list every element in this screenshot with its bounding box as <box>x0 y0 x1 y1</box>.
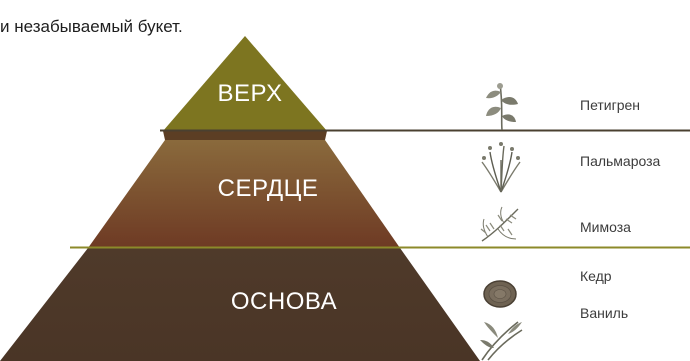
tier-label-top: ВЕРХ <box>150 80 350 108</box>
ingredient-label-palmarosa: Пальмароза <box>580 153 660 169</box>
pyramid-tier-heart <box>163 131 327 140</box>
petitgrain-sprig-icon <box>482 80 522 132</box>
tier-label-base: ОСНОВА <box>184 288 384 316</box>
ingredient-label-petitgrain: Петигрен <box>580 97 640 113</box>
tier-label-heart: СЕРДЦЕ <box>168 175 368 203</box>
palmarosa-grass-icon <box>478 140 524 194</box>
ingredient-label-vanilla: Ваниль <box>580 305 628 321</box>
ingredient-label-cedar: Кедр <box>580 268 612 284</box>
mimosa-branch-icon <box>478 205 522 245</box>
ingredient-label-mimosa: Мимоза <box>580 219 631 235</box>
cedar-wood-slice-icon <box>482 278 518 310</box>
vanilla-pods-icon <box>478 318 524 361</box>
